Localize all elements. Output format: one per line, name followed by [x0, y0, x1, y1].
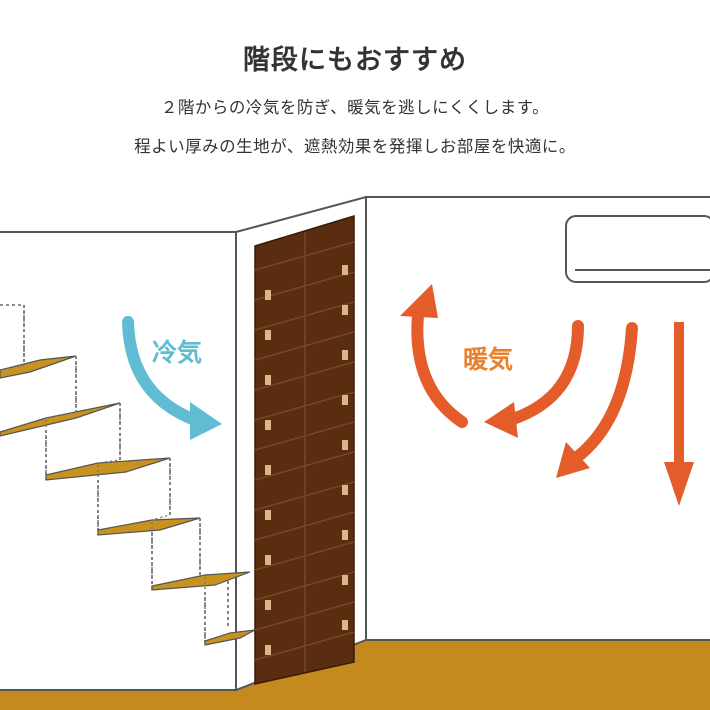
page-heading: 階段にもおすすめ: [243, 45, 467, 76]
air-conditioner-icon: [565, 215, 710, 283]
left-wall: [0, 231, 237, 691]
curtain: [254, 214, 355, 685]
cold-air-arrow-icon: [122, 316, 222, 440]
stair-treads: [0, 355, 256, 646]
right-wall: [365, 196, 710, 641]
warm-air-label: 暖気: [463, 345, 513, 374]
warm-air-arrows-icon: [400, 284, 694, 506]
floor: [0, 640, 710, 710]
cold-air-label: 冷気: [152, 338, 202, 367]
description-line-2: 程よい厚みの生地が、遮熱効果を発揮しお部屋を快適に。: [134, 137, 576, 156]
description-line-1: ２階からの冷気を防ぎ、暖気を逃しにくくします。: [160, 98, 550, 117]
stair-risers: [0, 305, 206, 641]
